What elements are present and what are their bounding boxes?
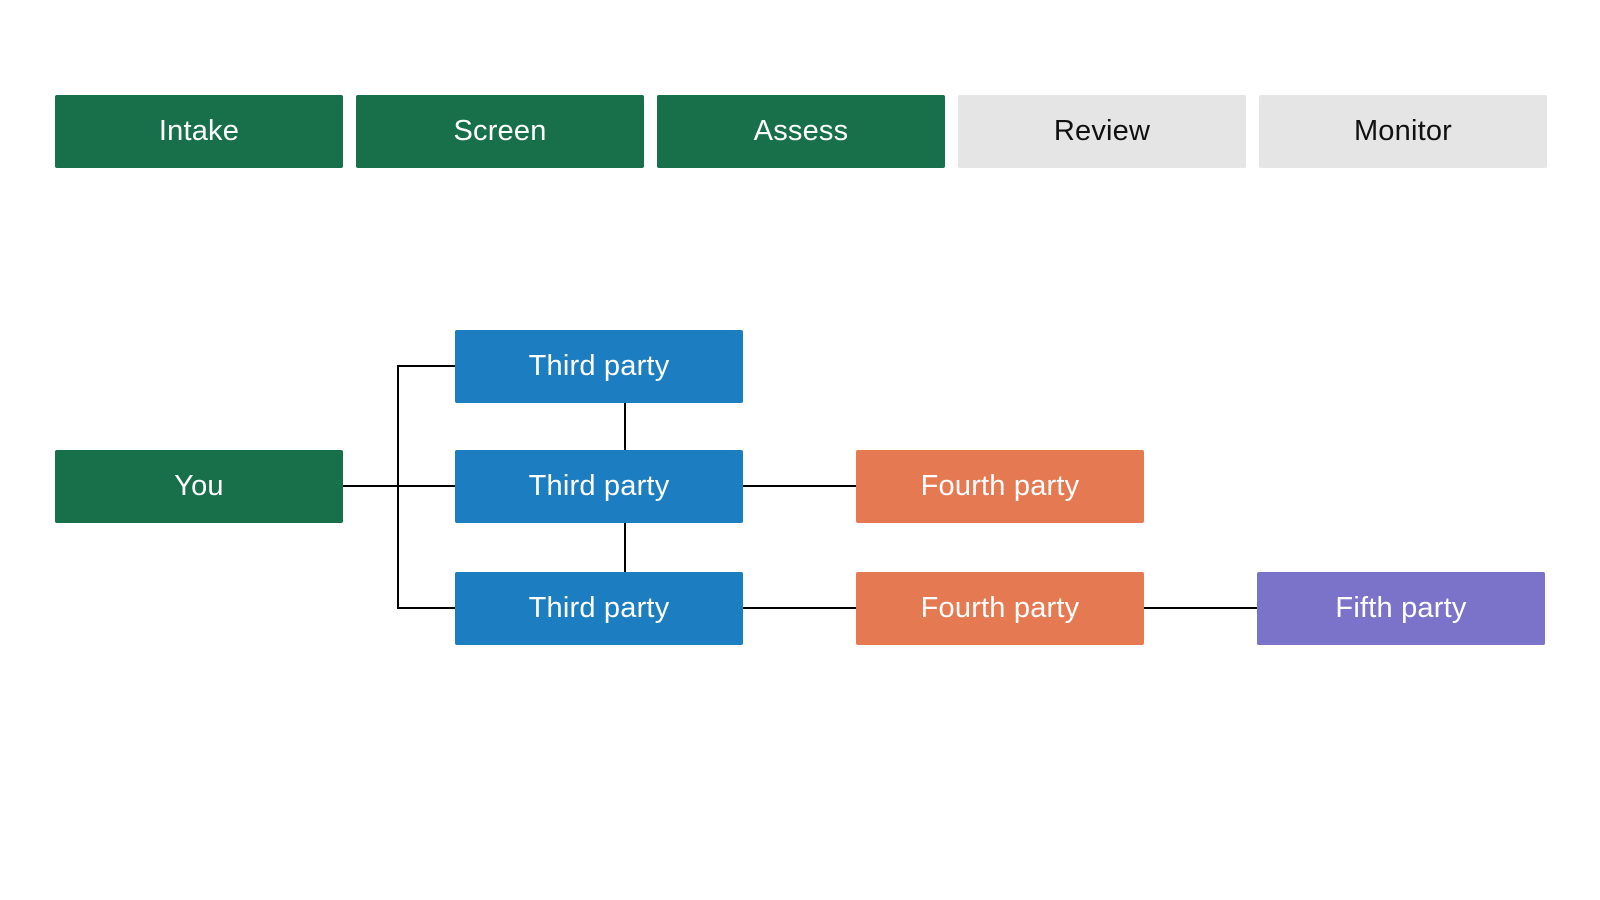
connector-third-3-to-fourth-2	[743, 607, 856, 609]
connector-trunk-to-third-3	[397, 607, 455, 609]
stage-screen: Screen	[356, 95, 644, 168]
stage-assess: Assess	[657, 95, 945, 168]
connector-trunk-to-third-1	[397, 365, 455, 367]
node-fourth-party-2: Fourth party	[856, 572, 1144, 645]
node-third-party-2: Third party	[455, 450, 743, 523]
node-third-party-1: Third party	[455, 330, 743, 403]
node-fifth-party: Fifth party	[1257, 572, 1545, 645]
connector-third-2-to-fourth-1	[743, 485, 856, 487]
node-you: You	[55, 450, 343, 523]
connector-fourth-2-to-fifth	[1144, 607, 1257, 609]
connector-trunk-vertical	[397, 365, 399, 609]
connector-third-2-to-third-3	[624, 523, 626, 572]
connector-you-to-third-column	[343, 485, 455, 487]
node-third-party-3: Third party	[455, 572, 743, 645]
connector-third-1-to-third-2	[624, 403, 626, 450]
stage-monitor: Monitor	[1259, 95, 1547, 168]
node-fourth-party-1: Fourth party	[856, 450, 1144, 523]
stage-review: Review	[958, 95, 1246, 168]
stage-intake: Intake	[55, 95, 343, 168]
